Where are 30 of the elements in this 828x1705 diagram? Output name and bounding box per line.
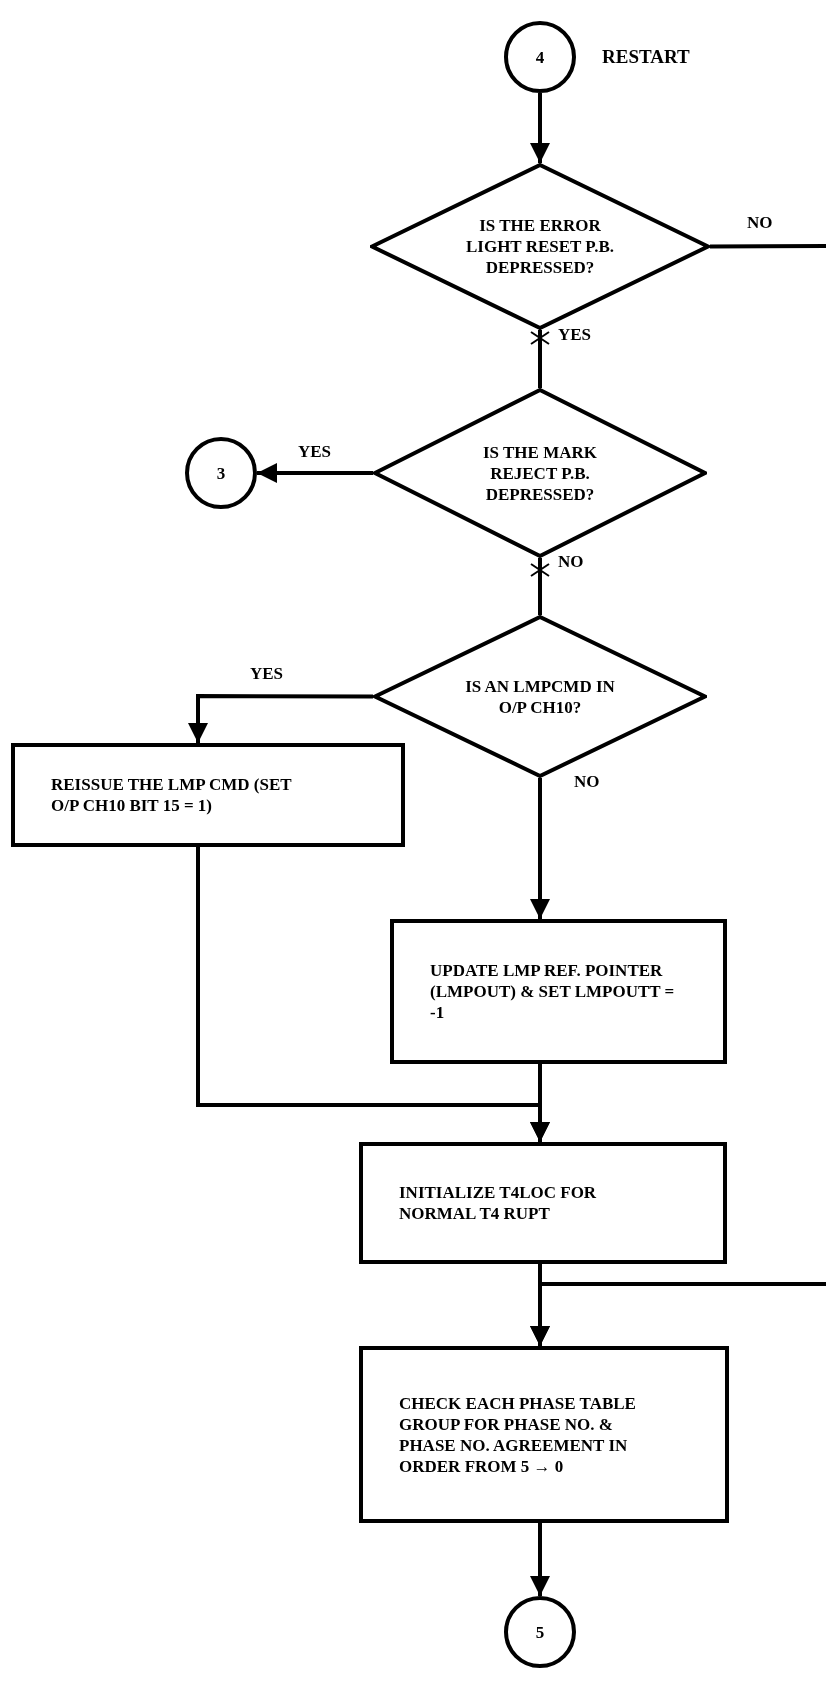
node-text: 5 [535,1621,545,1643]
decision-diamond [373,388,707,558]
process-box [359,1346,729,1523]
node-text: IS THE ERROR LIGHT RESET P.B. DEPRESSED? [464,215,615,278]
node-text: UPDATE LMP REF. POINTER (LMPOUT) & SET LMPOUTT = -1 [430,960,676,1023]
edge-label: YES [248,665,286,682]
connector-line [530,1264,550,1346]
connector-line [530,1523,550,1596]
node-text: 3 [216,462,226,484]
node-text: INITIALIZE T4LOC FOR NORMAL T4 RUPT [399,1182,598,1224]
connector-line [257,463,373,483]
connector-line [530,93,550,163]
process-box [11,743,405,847]
connector-line [710,244,826,249]
connector-line [188,694,373,743]
node-text: IS AN LMPCMD IN O/P CH10? [464,675,616,718]
edge-label: NO [745,214,775,231]
decision-diamond [373,615,707,778]
node-text: 4 [535,46,545,68]
process-box [359,1142,727,1264]
connector-line [538,558,542,615]
node-text: IS THE MARK REJECT P.B. DEPRESSED? [482,441,598,505]
node-text: CHECK EACH PHASE TABLE GROUP FOR PHASE NO. & PHASE NO. AGREEMENT IN ORDER FROM 5 → 0 [399,1392,637,1477]
process-box [390,919,727,1064]
node-text: REISSUE THE LMP CMD (SET O/P CH10 BIT 15 = 1) [51,774,293,816]
edge-label: YES [296,443,334,460]
connector-line [538,330,542,388]
decision-diamond [370,163,710,330]
connector-line [530,778,550,919]
node-caption: RESTART [602,47,690,66]
